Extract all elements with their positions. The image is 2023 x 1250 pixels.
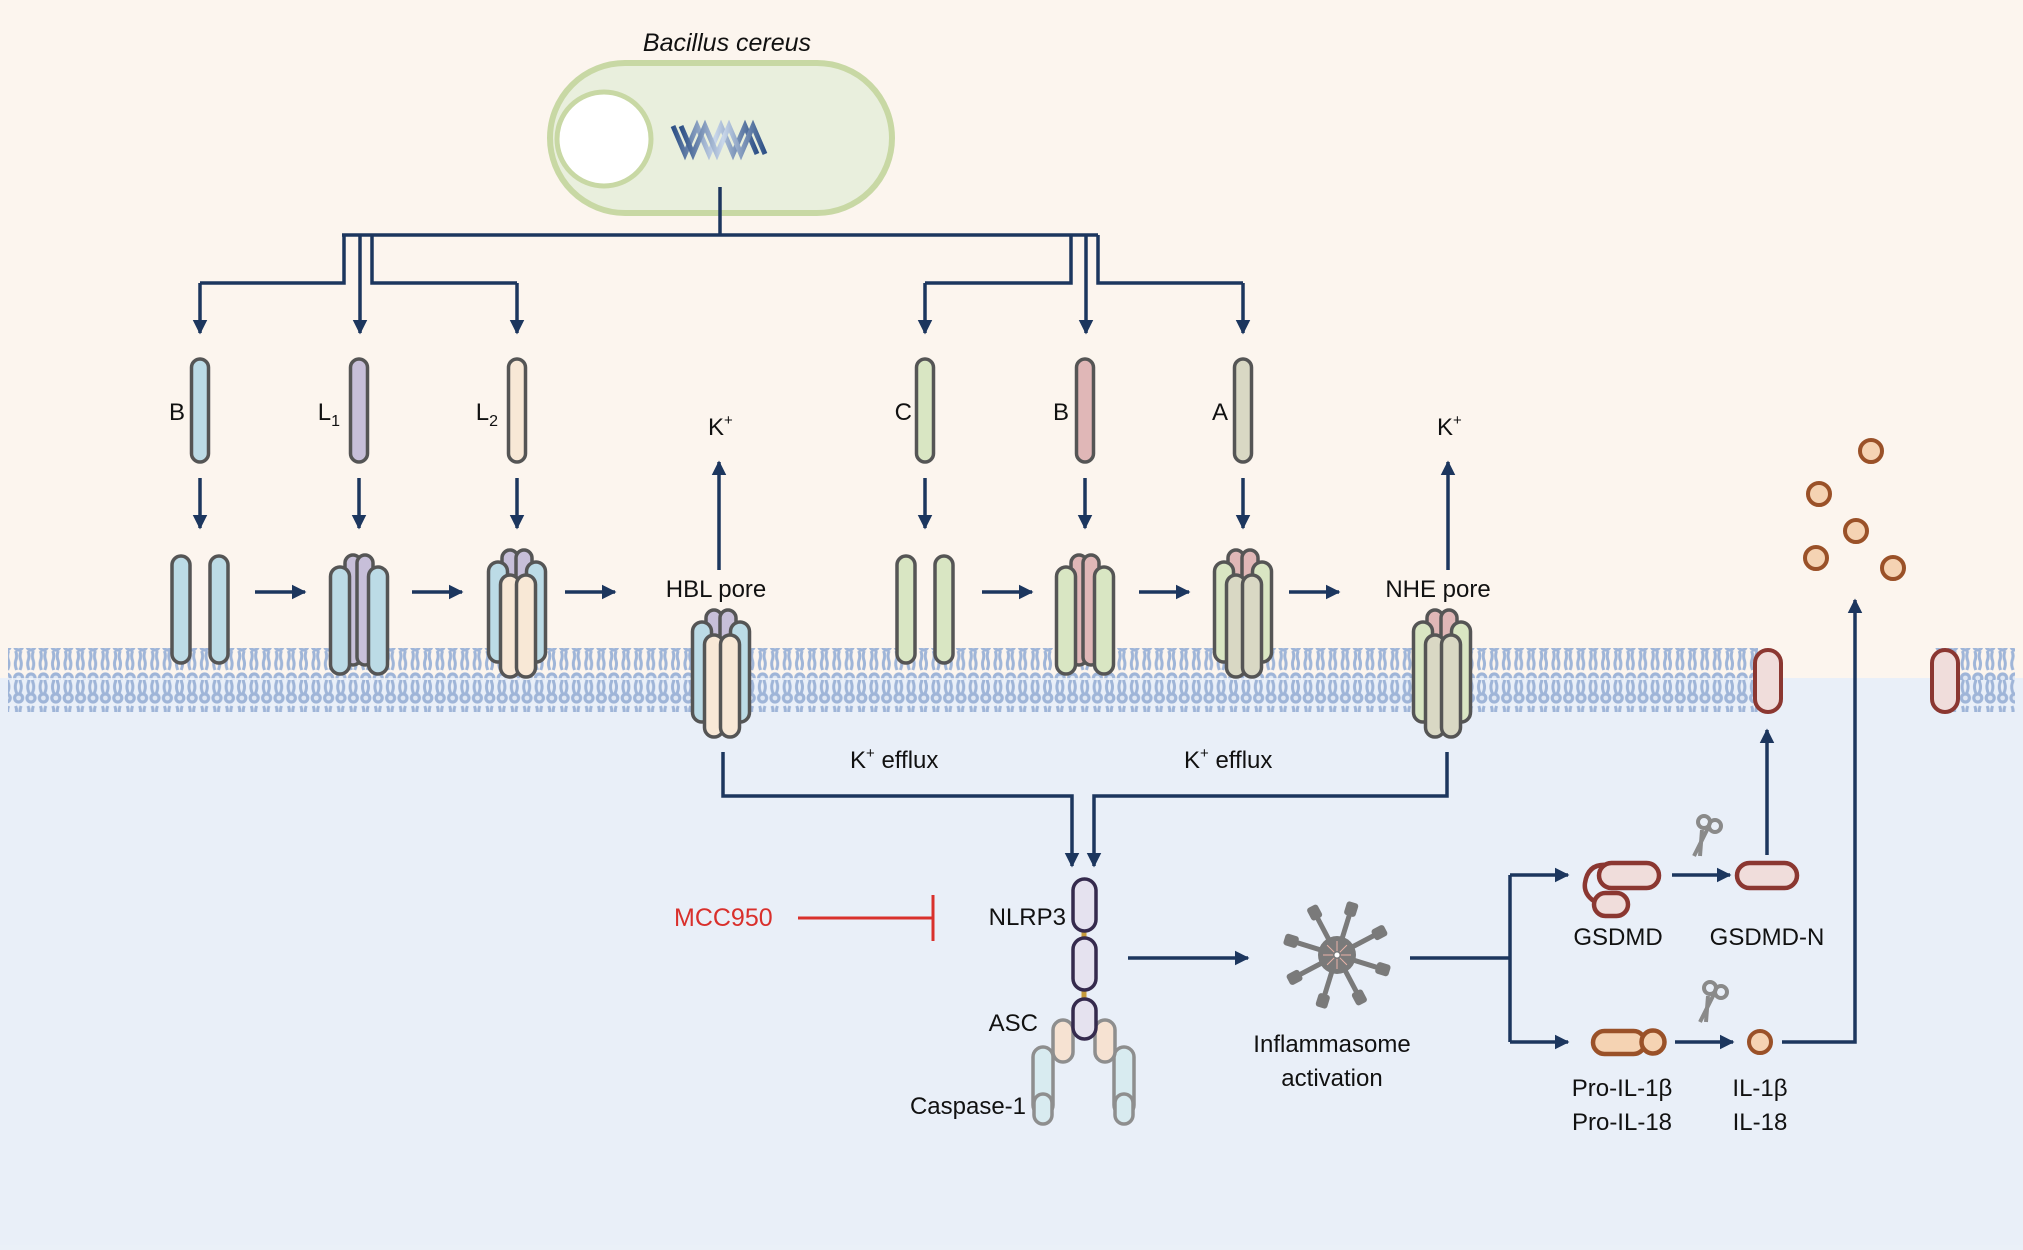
pro-il1b-label: Pro-IL-1β: [1572, 1075, 1673, 1102]
nhe-assembling-complex: [1212, 548, 1274, 679]
gsdmd-protein: [1582, 860, 1662, 919]
hbl-assembling-complex: [486, 548, 548, 679]
nhe-b-label: B: [1053, 399, 1069, 426]
scissors-icon: [1698, 980, 1729, 1023]
hbl-k-ion-label: K+: [708, 412, 733, 441]
hbl-component-labels: B L1 L2 C B A: [169, 399, 1228, 430]
hbl-pore: [690, 608, 752, 739]
spore-icon: [554, 89, 654, 189]
mature-il-protein: [1747, 1029, 1773, 1055]
nhe-c-b-complex: [1054, 553, 1116, 676]
nhe-c-label: C: [895, 399, 912, 426]
released-cytokines: [1803, 438, 1906, 581]
k-efflux-label-right: K+ efflux: [1184, 745, 1272, 774]
mcc950-label: MCC950: [674, 904, 773, 932]
inflammasome-arm-head: [1283, 933, 1299, 948]
nlrp3: [1071, 877, 1098, 1041]
caspase-1-label: Caspase-1: [910, 1093, 1026, 1120]
inflammasome-arm-head: [1371, 925, 1388, 941]
hbl-l2-monomer: [506, 357, 528, 464]
gsdmd-n-protein: [1734, 860, 1800, 891]
scissors-icon: [1692, 814, 1723, 857]
inhibition-line: [798, 895, 935, 941]
nhe-pore: [1411, 608, 1473, 739]
gsdmd-label: GSDMD: [1573, 924, 1662, 951]
asc-label: ASC: [989, 1010, 1038, 1037]
hbl-l2-label: L2: [476, 399, 498, 430]
nhe-k-ion-label: K+: [1437, 412, 1462, 441]
k-efflux-label-left: K+ efflux: [850, 745, 938, 774]
il18-label: IL-18: [1733, 1109, 1788, 1136]
inflammasome-activation-line1: Inflammasome: [1253, 1031, 1410, 1058]
cell-membrane: [8, 648, 2015, 712]
hbl-b-dimer: [170, 554, 230, 665]
assembly-arrows: [192, 478, 1341, 600]
gsdmd-pore-right: [1930, 648, 1960, 714]
nhe-c-monomer: [914, 357, 936, 464]
nhe-pore-label: NHE pore: [1385, 576, 1490, 603]
inflammasome-arm-head: [1375, 962, 1391, 977]
k-efflux-paths: [721, 752, 1449, 868]
nhe-c-dimer: [895, 554, 955, 665]
inflammasome-arm-head: [1307, 904, 1323, 921]
il1b-label: IL-1β: [1732, 1075, 1787, 1102]
inflammasome-arm-head: [1315, 993, 1330, 1009]
inflammasome-arm-head: [1344, 901, 1359, 917]
bacillus-cereus-cell: [547, 60, 895, 216]
extracellular-space: [0, 0, 2023, 678]
organism-label: Bacillus cereus: [643, 29, 811, 57]
gsdmd-pore-left: [1753, 648, 1783, 714]
nhe-a-label: A: [1212, 399, 1228, 426]
nlrp3-label: NLRP3: [989, 904, 1066, 931]
secretion-tree: [192, 187, 1251, 335]
inflammasome-arm-head: [1286, 969, 1303, 985]
hbl-pore-label: HBL pore: [666, 576, 767, 603]
hbl-l1-label: L1: [318, 399, 340, 430]
inflammasome-icon: [1283, 901, 1391, 1009]
pyroptosis-branch: [1410, 598, 1863, 1050]
pro-il18-label: Pro-IL-18: [1572, 1109, 1672, 1136]
dna-helix-icon: [670, 119, 768, 161]
inflammasome-activation-line2: activation: [1281, 1065, 1382, 1092]
hbl-b-l1-complex: [328, 553, 390, 676]
hbl-l1-monomer: [348, 357, 370, 464]
nhe-a-monomer: [1232, 357, 1254, 464]
asc: [1051, 1018, 1117, 1064]
caspase-1-right: [1112, 1045, 1136, 1126]
hbl-b-monomer: [189, 357, 211, 464]
intracellular-space: [0, 678, 2023, 1245]
pro-il-protein: [1590, 1028, 1667, 1057]
hbl-b-label: B: [169, 399, 185, 426]
nlrp3-inflammasome-complex: [1031, 877, 1136, 1126]
caspase-1-left: [1031, 1045, 1055, 1126]
gsdmd-n-label: GSDMD-N: [1710, 924, 1825, 951]
k-release-arrows: [711, 460, 1456, 570]
inflammasome-arm-head: [1351, 989, 1367, 1006]
nhe-b-monomer: [1074, 357, 1096, 464]
